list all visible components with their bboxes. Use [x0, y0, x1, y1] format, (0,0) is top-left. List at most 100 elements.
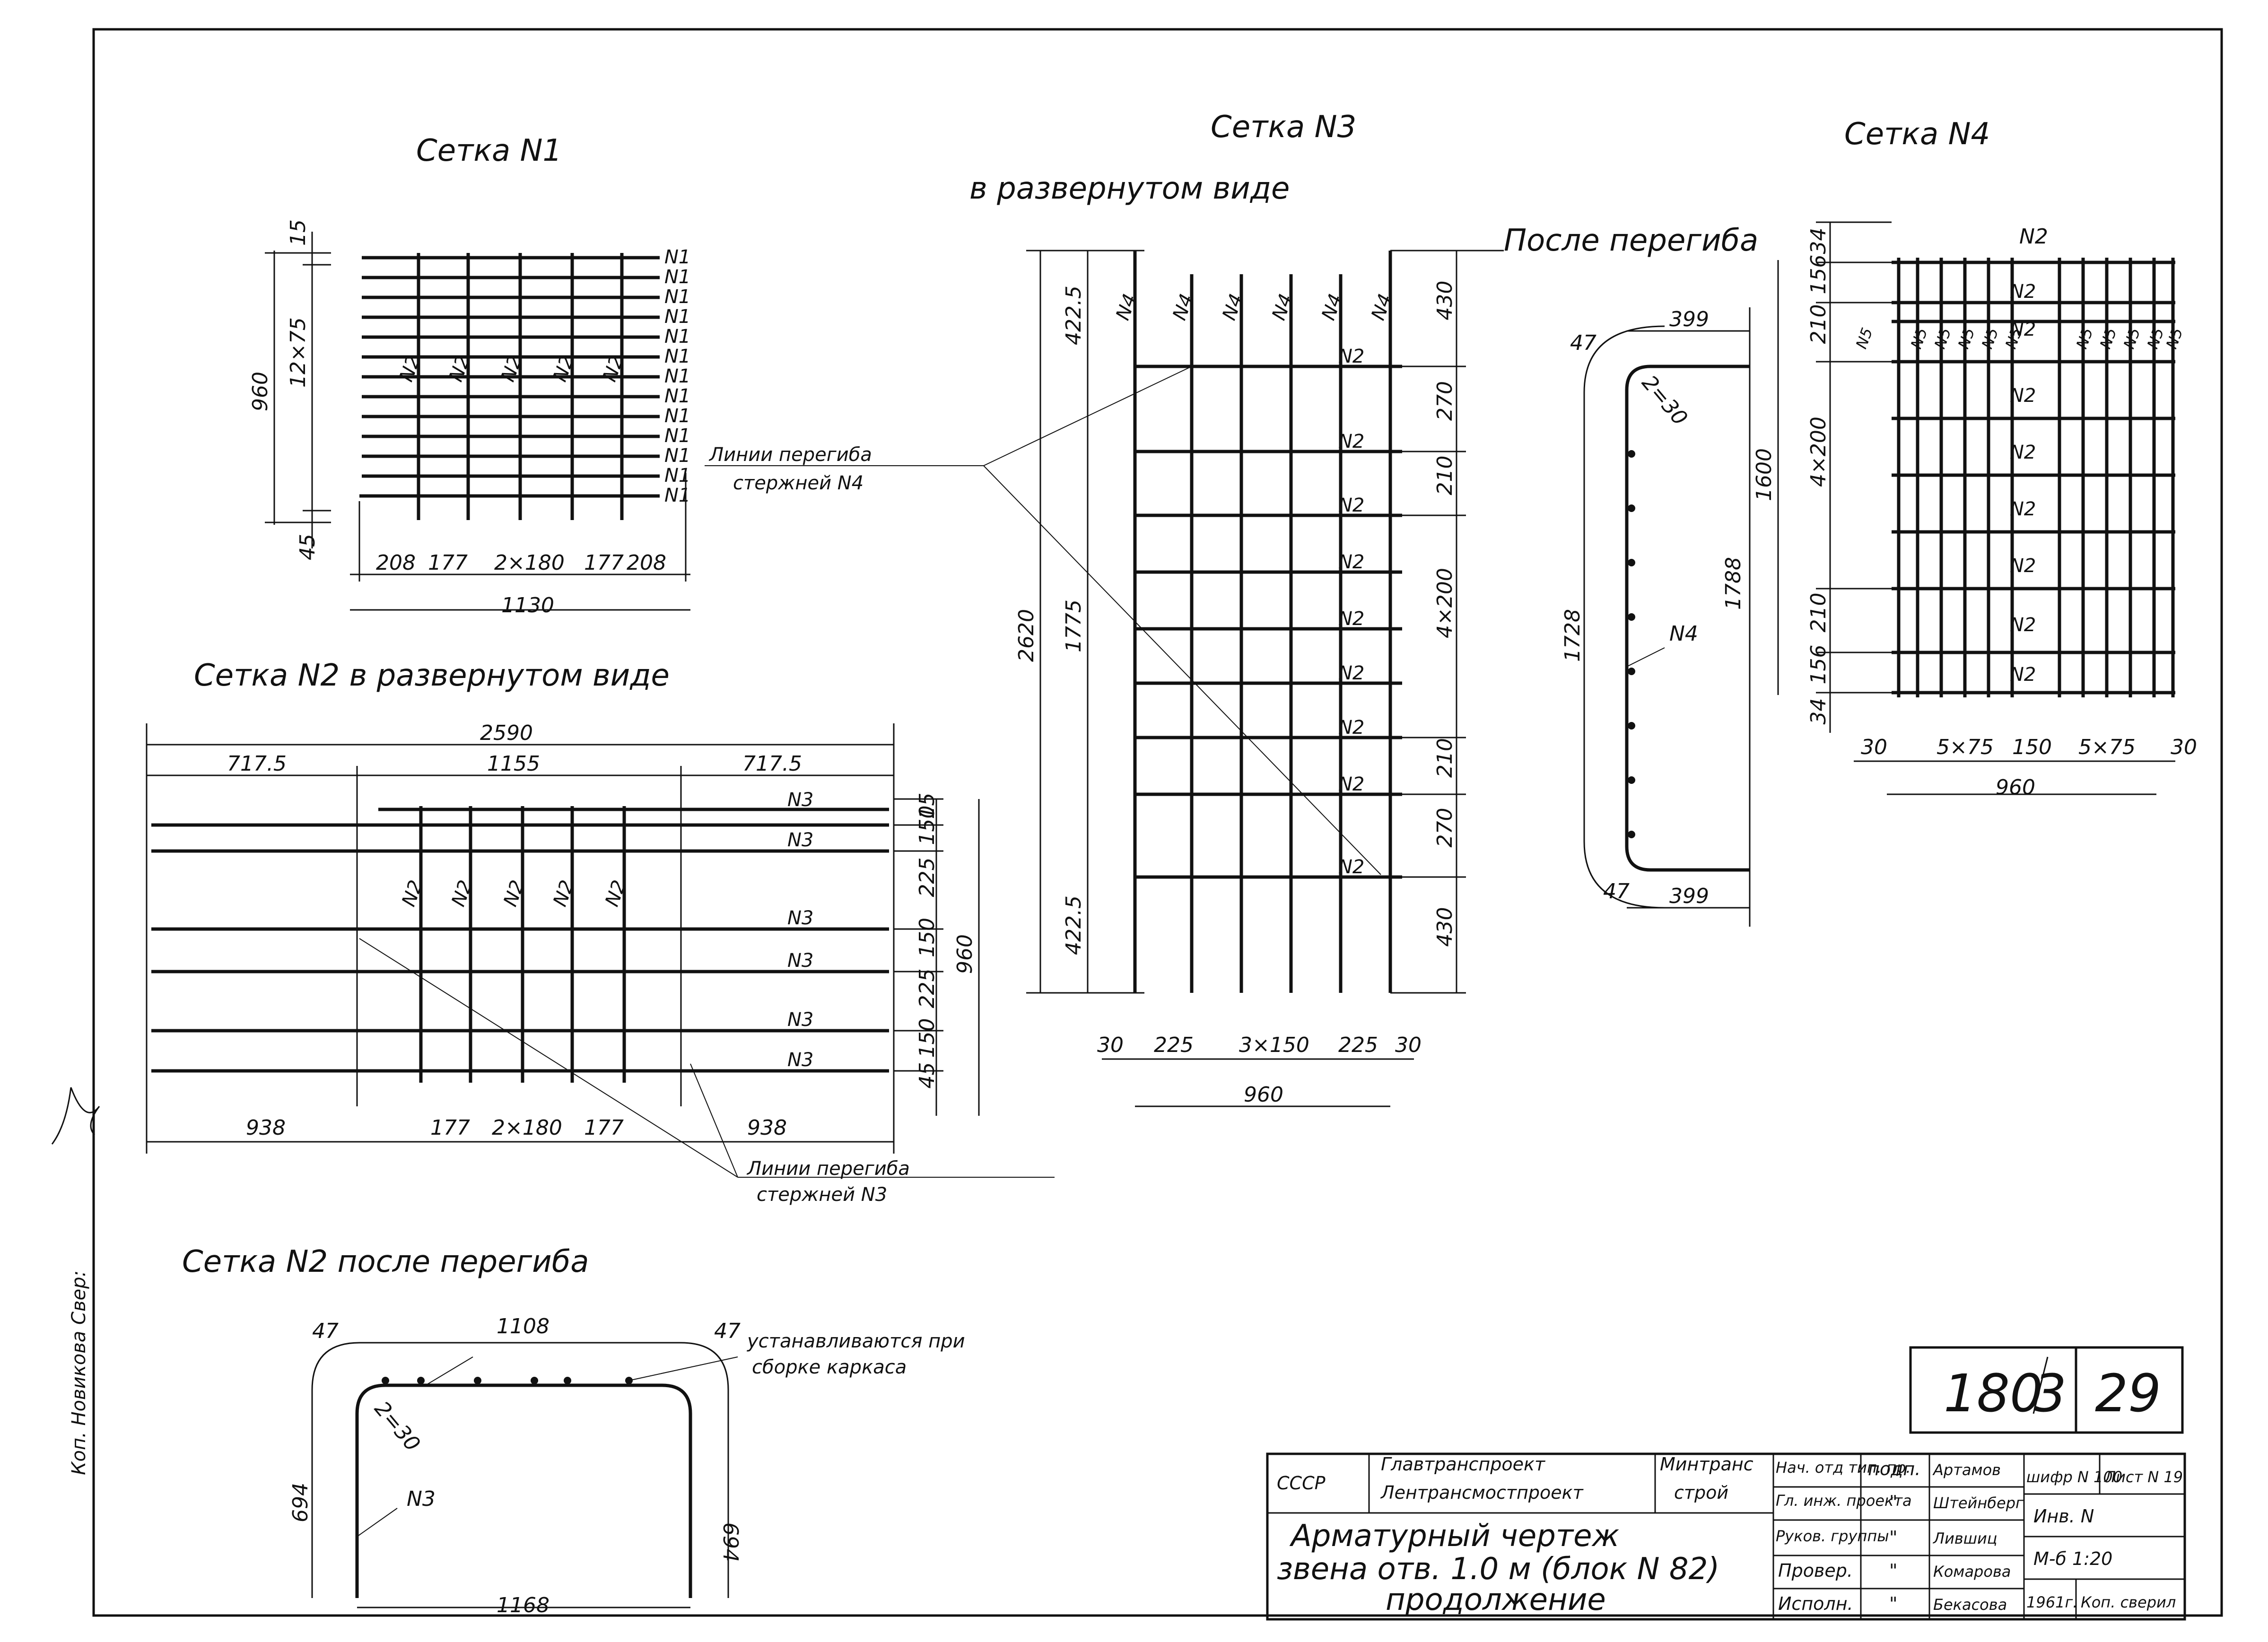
m2-label-n3: N3: [787, 1049, 813, 1071]
m3-right-dim: 210: [1433, 456, 1457, 495]
tb-sign-2: ": [1889, 1527, 1897, 1548]
m3-bend-label-2: стержней N4: [733, 472, 864, 494]
m3-total: 960: [1244, 1083, 1283, 1107]
tb-country: СССР: [1277, 1473, 1326, 1494]
m3-right-dim: 430: [1433, 907, 1457, 947]
m3-right-dim: 270: [1433, 808, 1457, 848]
m3-label-n4: N4: [1317, 291, 1347, 323]
tb-sheet: Лист N 19: [2104, 1468, 2183, 1486]
m3b-dot: [1628, 504, 1635, 512]
m4-label-n5: N5: [1954, 325, 1979, 351]
m2-mid: 1155: [487, 752, 540, 776]
m3-label-n2: N2: [1338, 431, 1364, 452]
m1-x2: 177: [428, 551, 468, 575]
m2-label-n3: N3: [787, 829, 813, 851]
m4-height: 1600: [1752, 448, 1776, 501]
tb-sign-1: ": [1889, 1492, 1897, 1512]
m3-label-n2: N2: [1338, 717, 1364, 738]
sheet-frame: [92, 28, 2223, 1617]
tb-role-5: Исполн.: [1778, 1593, 1853, 1614]
m3-left-mid: 1775: [1062, 599, 1086, 652]
tb-role-3: Руков. группы: [1776, 1527, 1889, 1545]
m2-label-n2: N2: [549, 877, 578, 910]
mesh3-after-title: После перегиба: [1504, 223, 1758, 258]
m2b-install-1: устанавливаются при: [747, 1330, 965, 1352]
m3-label-n4: N4: [1112, 291, 1141, 323]
m2-bend-label-2: стержней N3: [757, 1184, 887, 1206]
m3-right-dim: 430: [1433, 281, 1457, 321]
mesh3-bent-diagram: 399 399 47 47 1728 1788 2=30 N4: [1561, 307, 1751, 927]
m2-label-n2: N2: [398, 877, 427, 910]
m2b-dot: [474, 1377, 481, 1384]
m2b-left: 694: [288, 1483, 313, 1522]
m4-left-dim: 156: [1806, 645, 1831, 685]
title-block: СССР Главтранспроект Лентрансмостпроект …: [1266, 1452, 2186, 1621]
m2b-r-right: 47: [714, 1319, 741, 1343]
mesh2-after-title: Сетка N2 после перегиба: [182, 1244, 589, 1279]
tb-drawing1: Арматурный чертеж: [1289, 1519, 1619, 1554]
m2-height: 960: [953, 934, 977, 974]
tb-sign-4: ": [1889, 1593, 1897, 1614]
m3b-radius: 2=30: [1637, 371, 1692, 430]
m4-label-n2: N2: [2010, 664, 2036, 686]
m3b-top: 399: [1669, 307, 1709, 331]
tb-ministry2: строй: [1674, 1482, 1728, 1503]
m3-label-n2: N2: [1338, 495, 1364, 516]
m1-label-n1: N1: [664, 365, 690, 387]
m4-label-n5: N5: [1907, 325, 1931, 351]
m4-label-n5: N5: [1978, 325, 2002, 351]
tb-name-2: Штейнберг: [1933, 1494, 2024, 1512]
m2-label-n2: N2: [447, 877, 477, 910]
sheet-stamp: 180 3 29: [1909, 1346, 2184, 1434]
m4-label-n2: N2: [2010, 498, 2036, 520]
m2-label-n3: N3: [787, 1009, 813, 1031]
mesh1-title: Сетка N1: [416, 133, 562, 168]
m2-right-dim: 225: [915, 858, 939, 897]
m2-right-dim: 15: [915, 793, 939, 819]
m3-label-n2: N2: [1338, 856, 1364, 878]
m3-label-n4: N4: [1169, 291, 1198, 323]
m1-spacing: 12×75: [286, 317, 310, 388]
tb-drawing2: звена отв. 1.0 м (блок N 82): [1277, 1552, 1719, 1587]
m2b-dot: [531, 1377, 538, 1384]
tb-name-4: Комарова: [1933, 1563, 2011, 1581]
m1-label-n1: N1: [664, 485, 690, 506]
m2-right-dim: 150: [915, 918, 939, 957]
m3-label-n2: N2: [1338, 662, 1364, 684]
tb-cipher: шифр N 100: [2026, 1468, 2122, 1486]
m3b-dot: [1628, 776, 1635, 784]
m3b-r-top: 47: [1570, 331, 1596, 355]
m3-bend-label-1: Линии перегиба: [708, 444, 872, 466]
m1-label-n1: N1: [664, 425, 690, 447]
m3-left-bot: 422.5: [1062, 895, 1086, 955]
m3b-n4: N4: [1669, 622, 1698, 646]
m2-label-n2: N2: [601, 877, 630, 910]
m4-label-n2: N2: [2010, 614, 2036, 636]
m4-label-n2: N2: [2010, 555, 2036, 577]
m4-left-dim: 210: [1806, 593, 1831, 633]
m1-x3: 2×180: [494, 551, 565, 575]
m2b-dot: [382, 1377, 389, 1384]
m1-top: 15: [286, 219, 310, 246]
m2b-n3: N3: [407, 1487, 436, 1511]
m4-label-n2: N2: [2010, 442, 2036, 463]
signature: [51, 1087, 100, 1145]
tb-name-1: Артамов: [1932, 1461, 2001, 1479]
m1-label-n1: N1: [664, 405, 690, 427]
m3b-dot: [1628, 722, 1635, 730]
tb-ministry1: Минтранс: [1660, 1454, 1753, 1475]
m3b-left: 1728: [1561, 609, 1585, 662]
m3-label-n4: N4: [1268, 291, 1297, 323]
tb-role-2: Гл. инж. проекта: [1776, 1492, 1912, 1510]
m4-label-n5: N5: [1852, 325, 1876, 351]
m2b-r-left: 47: [312, 1319, 339, 1343]
m2-total: 2590: [480, 721, 533, 745]
tb-year: 1961г.: [2026, 1593, 2077, 1611]
m1-label-n1: N1: [664, 266, 690, 288]
m4-left-dim: 4×200: [1806, 417, 1831, 487]
m4-left-dim: 34: [1806, 698, 1831, 725]
m2-b1: 177: [430, 1116, 470, 1140]
m2b-right: 694: [718, 1522, 742, 1562]
